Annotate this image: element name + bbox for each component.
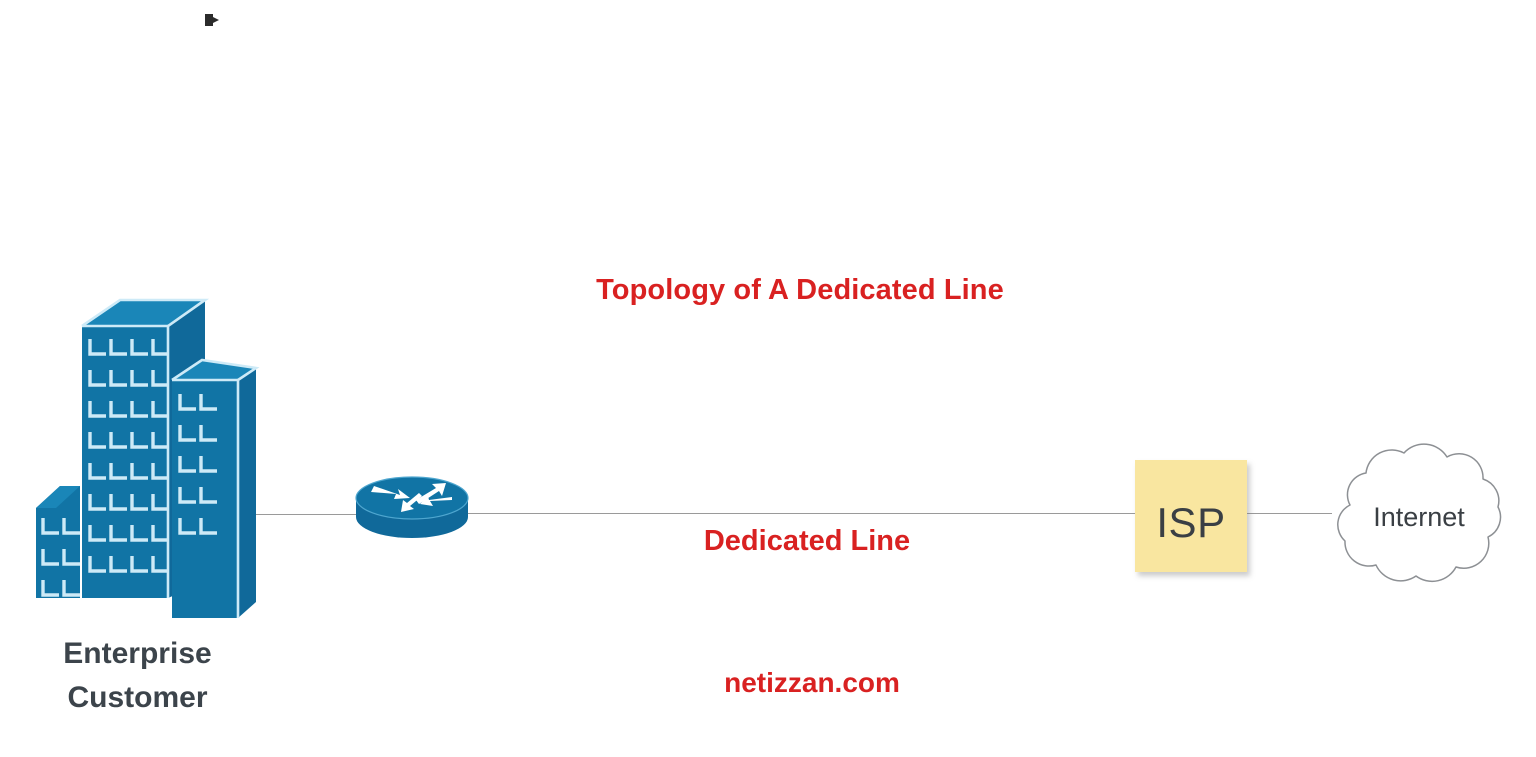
internet-node-label: Internet	[1373, 501, 1465, 532]
watermark: netizzan.com	[724, 667, 900, 698]
page-title: Topology of A Dedicated Line	[0, 274, 1536, 307]
link-isp-to-internet	[1246, 513, 1332, 514]
dedicated-line-label: Dedicated Line	[703, 525, 911, 557]
page-title-text: Topology of A Dedicated Line	[596, 274, 1004, 306]
cloud-icon	[1316, 443, 1516, 591]
cursor-marker	[204, 12, 222, 28]
isp-box-icon: ISP	[1135, 460, 1247, 572]
enterprise-label-line1: Enterprise	[63, 637, 212, 670]
office-buildings-icon	[20, 282, 280, 622]
enterprise-label-line2: Customer	[67, 681, 208, 715]
isp-node-label: ISP	[1156, 499, 1226, 546]
router-icon	[354, 470, 470, 542]
link-router-to-isp	[462, 513, 1136, 514]
link-building-to-router	[248, 514, 360, 515]
enterprise-node-label: Enterprise Customer	[0, 632, 275, 721]
